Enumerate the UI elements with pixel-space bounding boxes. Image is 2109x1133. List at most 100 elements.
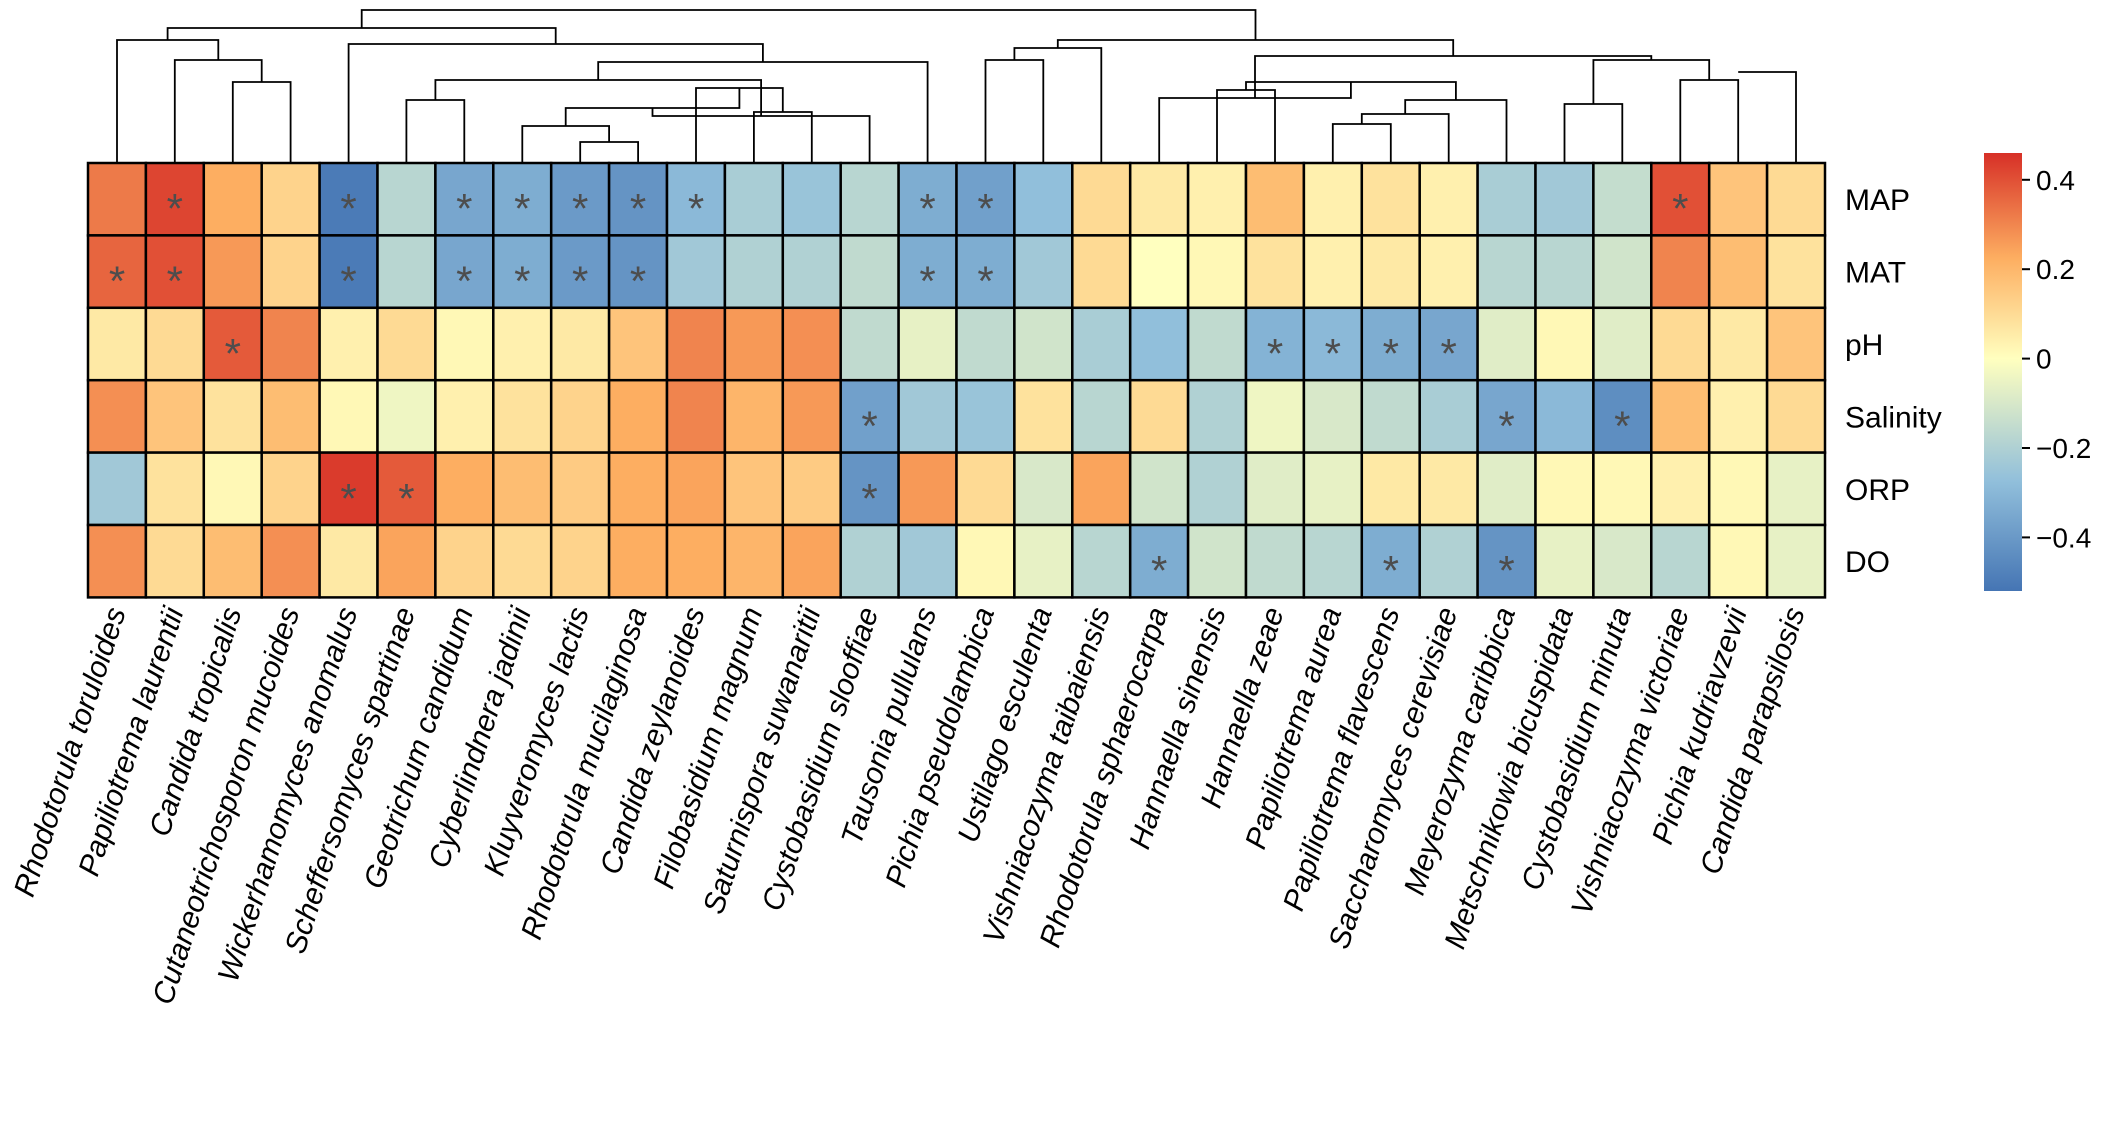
heatmap-cell — [1013, 451, 1074, 527]
heatmap-cell — [897, 378, 958, 454]
heatmap-cell — [1650, 451, 1711, 527]
dendrogram-branch — [753, 111, 813, 163]
heatmap-cell — [260, 161, 321, 237]
heatmap-cell — [549, 306, 611, 382]
heatmap-cell — [1128, 306, 1190, 382]
dendrogram-branch — [984, 59, 1045, 163]
heatmap-cell — [1071, 451, 1132, 527]
heatmap-cell — [1186, 378, 1248, 454]
heatmap-cell — [1186, 451, 1248, 527]
dendrogram-branch — [1254, 55, 1653, 98]
heatmap-cell — [1592, 234, 1653, 310]
heatmap-cell — [1592, 161, 1653, 237]
significance-star: * — [1151, 547, 1167, 594]
heatmap-cell — [1013, 161, 1074, 237]
heatmap-cell — [1128, 451, 1190, 527]
colorbar-gradient — [1984, 153, 2022, 591]
heatmap-cell — [781, 378, 842, 454]
heatmap-cell — [1476, 161, 1537, 237]
row-label: DO — [1845, 546, 1890, 579]
significance-star: * — [1267, 330, 1283, 377]
dendrogram-branch — [651, 108, 871, 163]
dendrogram-branch — [166, 27, 557, 44]
heatmap-cell — [1765, 523, 1827, 599]
heatmap-cell — [492, 306, 553, 382]
dendrogram-branch — [116, 39, 220, 163]
heatmap-cell — [202, 451, 263, 527]
dendrogram-branch — [360, 9, 1257, 40]
heatmap-cell — [723, 523, 785, 599]
significance-star: * — [1614, 402, 1630, 449]
heatmap-cell — [1592, 523, 1653, 599]
dendrogram-branch — [579, 141, 639, 163]
heatmap-cell — [1650, 234, 1711, 310]
heatmap-cell — [781, 234, 842, 310]
heatmap-cell — [897, 306, 958, 382]
heatmap-cell — [434, 378, 495, 454]
significance-star: * — [977, 258, 993, 305]
heatmap-cell — [492, 378, 553, 454]
heatmap-cell — [723, 451, 785, 527]
significance-star: * — [572, 258, 588, 305]
heatmap-cell — [1302, 234, 1364, 310]
heatmap-cell — [1476, 451, 1537, 527]
dendrogram-branch — [173, 59, 263, 163]
heatmap-cell — [549, 451, 611, 527]
heatmap-cell — [665, 378, 727, 454]
heatmap-cell — [1244, 451, 1306, 527]
heatmap-cell — [1650, 378, 1711, 454]
dendrogram-branch — [1216, 89, 1276, 163]
significance-star: * — [514, 258, 530, 305]
significance-star: * — [1441, 330, 1457, 377]
colorbar-tick-label: 0.4 — [2036, 165, 2075, 196]
heatmap-cell — [1650, 306, 1711, 382]
heatmap-cell — [1302, 306, 1364, 382]
heatmap-cell — [1360, 306, 1421, 382]
heatmap-cell — [1418, 234, 1479, 310]
row-label: MAT — [1845, 257, 1906, 290]
heatmap-cell — [723, 234, 785, 310]
heatmap-cell — [1707, 306, 1769, 382]
heatmap-cell — [1071, 378, 1132, 454]
dendrogram-branch — [1013, 47, 1103, 163]
heatmap-cell — [1013, 234, 1074, 310]
heatmap-cell — [86, 451, 148, 527]
significance-star: * — [167, 185, 183, 232]
heatmap-cell — [376, 161, 437, 237]
colorbar-legend: 0.40.20−0.2−0.4 — [1984, 153, 2091, 591]
dendrogram-branch — [1563, 103, 1624, 163]
heatmap-cell — [1418, 378, 1479, 454]
heatmap-cell — [318, 378, 379, 454]
heatmap-cell — [1765, 161, 1827, 237]
heatmap-cell — [1302, 378, 1364, 454]
heatmap-cell — [318, 306, 379, 382]
heatmap-cell — [955, 378, 1016, 454]
heatmap-cell — [1476, 306, 1537, 382]
heatmap-cell — [1071, 234, 1132, 310]
heatmap-cell — [1186, 161, 1248, 237]
heatmap-cell — [955, 161, 1016, 237]
heatmap-cell — [1592, 451, 1653, 527]
heatmap-cell — [665, 234, 727, 310]
heatmap-cell — [1186, 234, 1248, 310]
heatmap-cell — [144, 523, 206, 599]
heatmap-cell — [1360, 523, 1421, 599]
heatmap-cell — [723, 378, 785, 454]
dendrogram-branch — [231, 81, 292, 163]
heatmap-cell — [955, 451, 1016, 527]
significance-star: * — [109, 258, 125, 305]
significance-star: * — [630, 185, 646, 232]
heatmap-cell — [376, 451, 437, 527]
heatmap-cell — [1534, 234, 1595, 310]
heatmap-cell — [1534, 523, 1595, 599]
heatmap-cell — [318, 161, 379, 237]
significance-star: * — [1672, 185, 1688, 232]
row-label: MAP — [1845, 184, 1910, 217]
row-label: pH — [1845, 329, 1883, 362]
heatmap-cell — [1244, 161, 1306, 237]
heatmap-cell — [434, 161, 495, 237]
heatmap-cell — [376, 523, 437, 599]
heatmap-cell — [1302, 523, 1364, 599]
